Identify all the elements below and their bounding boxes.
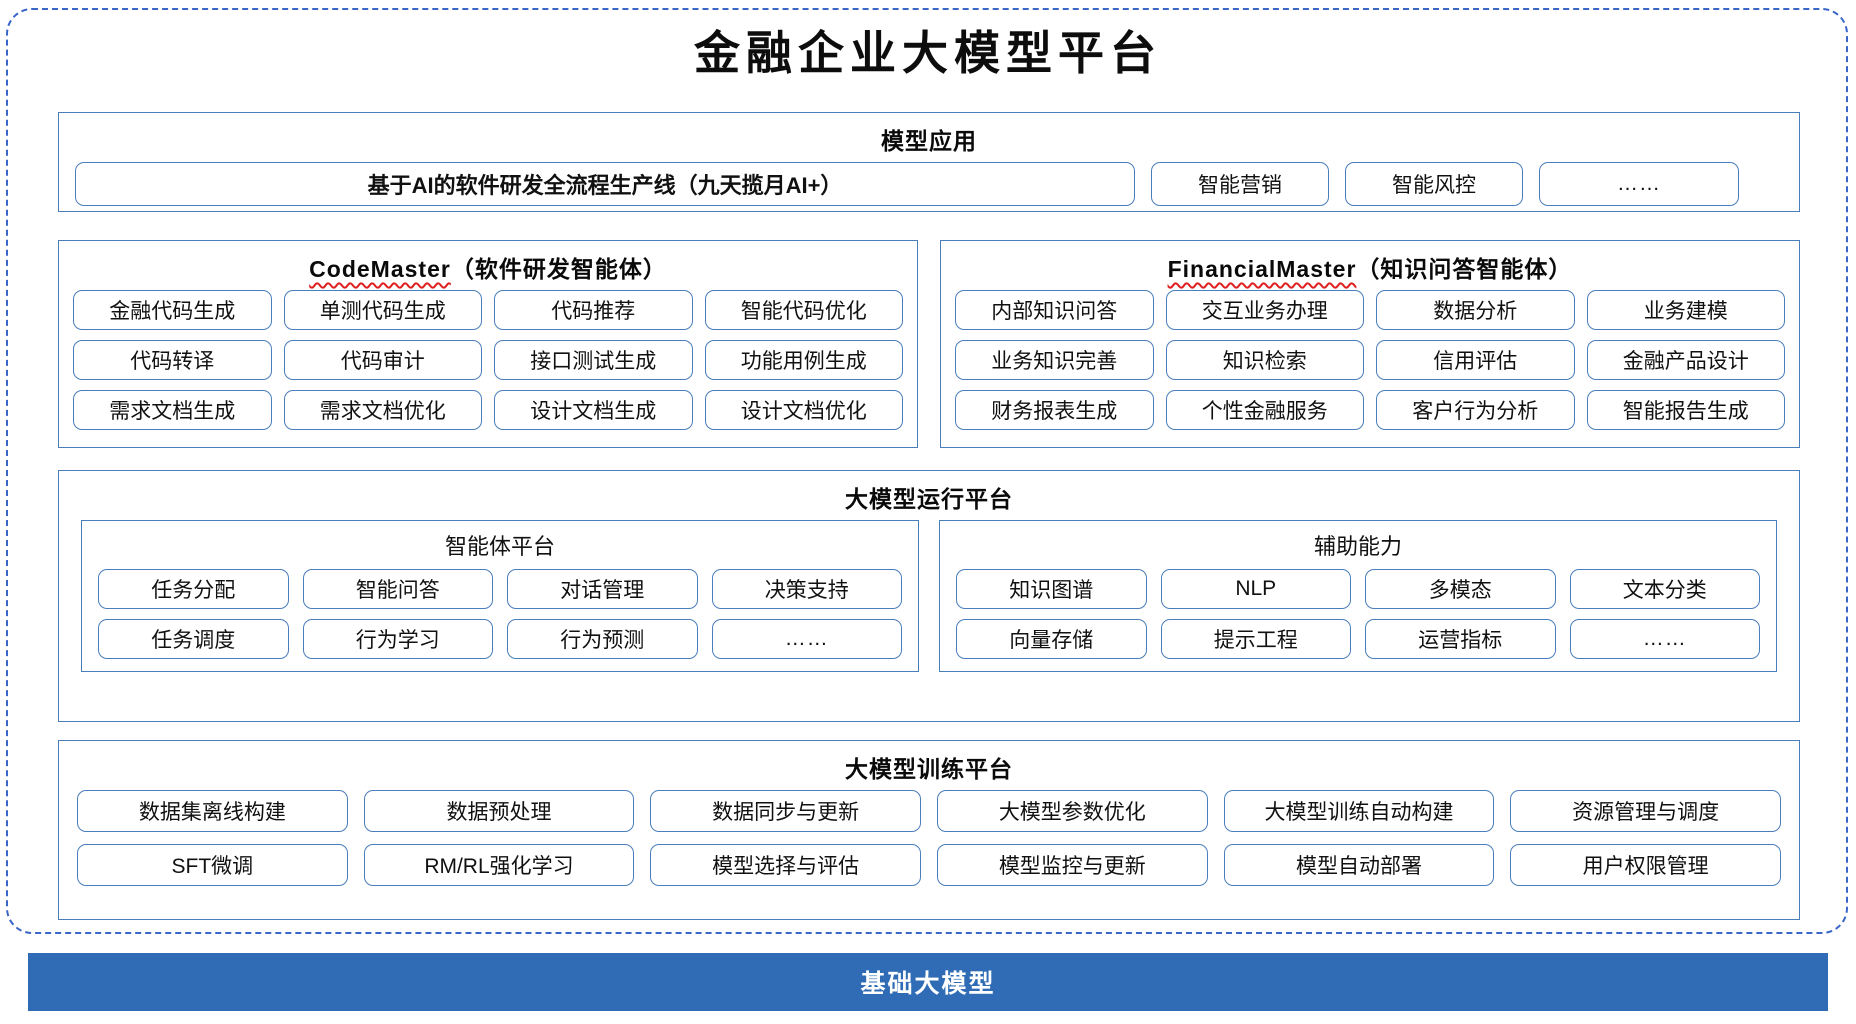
chip-requirement-doc-gen[interactable]: 需求文档生成 — [73, 390, 272, 430]
chip-resource-mgmt-scheduling[interactable]: 资源管理与调度 — [1510, 790, 1781, 832]
chip-model-param-optimize[interactable]: 大模型参数优化 — [936, 790, 1208, 832]
subsection-title-agent-platform: 智能体平台 — [444, 534, 555, 559]
foundation-model-bar: 基础大模型 — [28, 953, 1828, 1011]
model-application-chip-row: 基于AI的软件研发全流程生产线（九天揽月AI+） 智能营销 智能风控 …… — [59, 162, 1799, 206]
section-title-codemaster: CodeMaster（软件研发智能体） — [59, 250, 917, 284]
codemaster-name-text: CodeMaster — [309, 256, 451, 282]
financialmaster-name-text: FinancialMaster — [1167, 256, 1357, 282]
section-model-application: 模型应用 基于AI的软件研发全流程生产线（九天揽月AI+） 智能营销 智能风控 … — [58, 112, 1800, 212]
section-financialmaster: FinancialMaster（知识问答智能体） 内部知识问答 交互业务办理 数… — [940, 240, 1800, 448]
chip-fin-code-gen[interactable]: 金融代码生成 — [73, 290, 272, 330]
runtime-columns: 智能体平台 任务分配 智能问答 对话管理 决策支持 任务调度 行为学习 行为预测… — [59, 520, 1799, 672]
chip-ai-software-pipeline[interactable]: 基于AI的软件研发全流程生产线（九天揽月AI+） — [75, 162, 1135, 206]
chip-dialog-management[interactable]: 对话管理 — [507, 569, 698, 609]
chip-requirement-doc-optimize[interactable]: 需求文档优化 — [283, 390, 482, 430]
chip-data-analysis[interactable]: 数据分析 — [1376, 290, 1575, 330]
subsection-title-aux-capability: 辅助能力 — [1313, 534, 1402, 559]
codemaster-chip-grid: 金融代码生成 单测代码生成 代码推荐 智能代码优化 代码转译 代码审计 接口测试… — [59, 290, 917, 430]
training-chip-grid: 数据集离线构建 数据预处理 数据同步与更新 大模型参数优化 大模型训练自动构建 … — [59, 790, 1799, 886]
chip-nlp[interactable]: NLP — [1160, 569, 1351, 609]
chip-code-recommend[interactable]: 代码推荐 — [494, 290, 693, 330]
section-codemaster: CodeMaster（软件研发智能体） 金融代码生成 单测代码生成 代码推荐 智… — [58, 240, 918, 448]
chip-decision-support[interactable]: 决策支持 — [711, 569, 902, 609]
chip-smart-qa[interactable]: 智能问答 — [302, 569, 493, 609]
section-runtime-platform: 大模型运行平台 智能体平台 任务分配 智能问答 对话管理 决策支持 任务调度 行… — [58, 470, 1800, 722]
chip-sft-finetune[interactable]: SFT微调 — [77, 844, 348, 886]
foundation-model-label: 基础大模型 — [860, 970, 996, 998]
chip-operation-metrics[interactable]: 运营指标 — [1365, 619, 1556, 659]
chip-behavior-prediction[interactable]: 行为预测 — [507, 619, 698, 659]
chip-credit-assessment[interactable]: 信用评估 — [1376, 340, 1575, 380]
section-title-runtime-platform: 大模型运行平台 — [845, 486, 1013, 512]
chip-personalized-fin-service[interactable]: 个性金融服务 — [1165, 390, 1364, 430]
chip-aux-more-ellipsis[interactable]: …… — [1569, 619, 1760, 659]
chip-training-auto-build[interactable]: 大模型训练自动构建 — [1223, 790, 1495, 832]
chip-task-scheduling[interactable]: 任务调度 — [98, 619, 289, 659]
chip-api-test-gen[interactable]: 接口测试生成 — [494, 340, 693, 380]
chip-smart-report-gen[interactable]: 智能报告生成 — [1586, 390, 1785, 430]
section-title-model-application: 模型应用 — [881, 128, 977, 154]
section-title-financialmaster: FinancialMaster（知识问答智能体） — [941, 250, 1799, 284]
chip-smart-code-optimize[interactable]: 智能代码优化 — [704, 290, 903, 330]
chip-code-transpile[interactable]: 代码转译 — [73, 340, 272, 380]
chip-multimodal[interactable]: 多模态 — [1365, 569, 1556, 609]
aux-capability-chip-grid: 知识图谱 NLP 多模态 文本分类 向量存储 提示工程 运营指标 …… — [940, 569, 1776, 659]
chip-design-doc-gen[interactable]: 设计文档生成 — [494, 390, 693, 430]
chip-code-audit[interactable]: 代码审计 — [283, 340, 482, 380]
section-training-platform: 大模型训练平台 数据集离线构建 数据预处理 数据同步与更新 大模型参数优化 大模… — [58, 740, 1800, 920]
codemaster-subtitle-text: （软件研发智能体） — [450, 256, 667, 282]
chip-text-classification[interactable]: 文本分类 — [1569, 569, 1760, 609]
chip-rm-rl-learning[interactable]: RM/RL强化学习 — [363, 844, 635, 886]
chip-data-sync-update[interactable]: 数据同步与更新 — [650, 790, 921, 832]
chip-model-selection-eval[interactable]: 模型选择与评估 — [650, 844, 921, 886]
financialmaster-subtitle-text: （知识问答智能体） — [1356, 256, 1573, 282]
chip-knowledge-retrieval[interactable]: 知识检索 — [1165, 340, 1364, 380]
chip-customer-behavior-analysis[interactable]: 客户行为分析 — [1376, 390, 1575, 430]
chip-functional-case-gen[interactable]: 功能用例生成 — [704, 340, 903, 380]
chip-business-modeling[interactable]: 业务建模 — [1586, 290, 1785, 330]
agent-platform-chip-grid: 任务分配 智能问答 对话管理 决策支持 任务调度 行为学习 行为预测 …… — [82, 569, 918, 659]
chip-unit-test-code-gen[interactable]: 单测代码生成 — [283, 290, 482, 330]
chip-smart-marketing[interactable]: 智能营销 — [1151, 162, 1329, 206]
chip-model-monitor-update[interactable]: 模型监控与更新 — [936, 844, 1208, 886]
chip-internal-kb-qa[interactable]: 内部知识问答 — [955, 290, 1154, 330]
chip-interactive-business[interactable]: 交互业务办理 — [1165, 290, 1364, 330]
chip-task-allocation[interactable]: 任务分配 — [98, 569, 289, 609]
chip-agent-more-ellipsis[interactable]: …… — [711, 619, 902, 659]
chip-model-auto-deploy[interactable]: 模型自动部署 — [1223, 844, 1495, 886]
chip-financial-product-design[interactable]: 金融产品设计 — [1586, 340, 1785, 380]
chip-vector-store[interactable]: 向量存储 — [956, 619, 1147, 659]
chip-dataset-offline-build[interactable]: 数据集离线构建 — [77, 790, 348, 832]
chip-data-preprocessing[interactable]: 数据预处理 — [363, 790, 635, 832]
page-title: 金融企业大模型平台 — [694, 26, 1162, 80]
subsection-aux-capability: 辅助能力 知识图谱 NLP 多模态 文本分类 向量存储 提示工程 运营指标 …… — [939, 520, 1777, 672]
outer-dashed-frame — [6, 8, 1848, 934]
chip-more-ellipsis[interactable]: …… — [1539, 162, 1739, 206]
chip-financial-report-gen[interactable]: 财务报表生成 — [955, 390, 1154, 430]
chip-user-permission-mgmt[interactable]: 用户权限管理 — [1510, 844, 1781, 886]
chip-knowledge-graph[interactable]: 知识图谱 — [956, 569, 1147, 609]
subsection-agent-platform: 智能体平台 任务分配 智能问答 对话管理 决策支持 任务调度 行为学习 行为预测… — [81, 520, 919, 672]
chip-business-knowledge-improve[interactable]: 业务知识完善 — [955, 340, 1154, 380]
chip-behavior-learning[interactable]: 行为学习 — [302, 619, 493, 659]
chip-prompt-engineering[interactable]: 提示工程 — [1160, 619, 1351, 659]
financialmaster-chip-grid: 内部知识问答 交互业务办理 数据分析 业务建模 业务知识完善 知识检索 信用评估… — [941, 290, 1799, 430]
chip-design-doc-optimize[interactable]: 设计文档优化 — [704, 390, 903, 430]
section-title-training-platform: 大模型训练平台 — [845, 756, 1013, 782]
chip-smart-risk-control[interactable]: 智能风控 — [1345, 162, 1523, 206]
